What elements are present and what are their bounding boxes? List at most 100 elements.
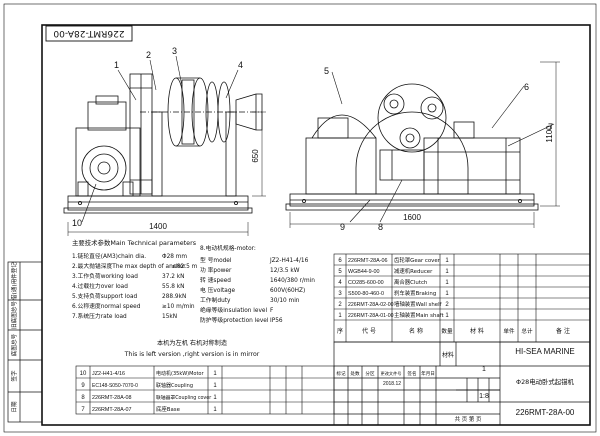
params-title: 主要技术参数Main Technical parameters [72, 238, 197, 247]
param-value: ≤82.5 m [172, 264, 198, 270]
left-callouts: 1 2 3 4 10 [72, 46, 243, 228]
company-name: HI-SEA MARINE [515, 347, 575, 356]
motor-label: 防护等级protection level [200, 316, 269, 324]
part-qty: 1 [213, 371, 217, 377]
svg-text:标记: 标记 [336, 370, 346, 377]
param-value: 55.8 kN [162, 284, 184, 290]
part-code: CO285-600-00 [348, 280, 384, 286]
motor-value: 600V(60HZ) [270, 288, 305, 294]
part-qty: 2 [445, 302, 449, 308]
motor-title: 8.电动机规格-motor: [200, 244, 256, 252]
part-qty: 1 [213, 395, 217, 401]
svg-text:备 注: 备 注 [556, 327, 570, 335]
right-view-winch [285, 83, 539, 211]
drawing-title-cn: Φ28电动卧式起锚机 [516, 377, 575, 386]
svg-text:序: 序 [337, 327, 343, 335]
side-label: 签字 [10, 370, 18, 382]
title-block [333, 341, 591, 426]
callout-label: 4 [238, 60, 243, 70]
motor-value: 1640/380 r/min [270, 278, 315, 284]
part-code: 226RMT-28A-02-00 [348, 302, 394, 308]
callout-label: 7 [548, 122, 553, 132]
sheet-count: 共 页 第 页 [455, 415, 482, 423]
param-value: 37.2 kN [162, 274, 184, 280]
rotated-drawing-number: 226RMT-28A-00 [45, 25, 133, 42]
param-label: 7.系统压力rate load [72, 312, 127, 320]
technical-parameters: 主要技术参数Main Technical parameters 1.链轮直径(A… [72, 238, 315, 358]
svg-text:签名: 签名 [407, 370, 416, 377]
part-no: 2 [338, 302, 342, 308]
part-qty: 1 [445, 258, 449, 264]
dimension-height-left: 650 [251, 149, 260, 163]
part-no: 5 [338, 269, 342, 275]
right-dimensions [289, 61, 560, 228]
part-name: 墙轴装置Wall shelf [394, 300, 442, 308]
side-label: 借(通)用件登记 [10, 262, 18, 300]
svg-text:226RMT-28A-00: 226RMT-28A-00 [53, 28, 125, 38]
motor-value: 30/10 min [270, 298, 300, 304]
version-note-cn: 本机为左机 右机对称制造 [157, 339, 227, 347]
part-name: 齿轮罩Gear cover [394, 256, 441, 264]
callout-label: 2 [146, 50, 151, 60]
part-no: 7 [81, 407, 85, 413]
dimension-height-right: 1100 [545, 125, 554, 143]
part-name: 刹车装置Braking [394, 289, 436, 297]
motor-label: 绝缘等级insulation level [200, 306, 267, 314]
svg-text:材 料: 材 料 [470, 327, 484, 335]
svg-text:处数: 处数 [350, 370, 360, 377]
param-label: 4.过载拉力over load [72, 282, 128, 290]
motor-value: IP56 [270, 318, 283, 324]
part-no: 1 [338, 313, 342, 319]
motor-label: 型 号model [200, 256, 232, 264]
param-value: Φ28 mm [162, 254, 187, 260]
part-qty: 1 [445, 313, 449, 319]
callout-label: 5 [324, 66, 329, 76]
part-code: EC148-S050-7070-0 [92, 383, 138, 389]
dimension-width-right: 1600 [403, 213, 421, 222]
part-code: JZ2-H41-4/16 [92, 371, 125, 377]
parts-lower-rows: 10 JZ2-H41-4/16 电动机(35kW)Motor 1 9 EC148… [80, 370, 218, 413]
svg-text:更改文件号: 更改文件号 [381, 370, 402, 377]
param-label: 5.支持负荷support load [72, 292, 138, 300]
trim-border [3, 3, 597, 433]
svg-text:数量: 数量 [441, 327, 453, 335]
callout-label: 6 [524, 82, 529, 92]
part-no: 10 [80, 371, 87, 377]
svg-text:单件: 单件 [503, 327, 515, 335]
part-code: S500-80-460-0 [348, 291, 384, 297]
param-label: 1.链轮直径(AM3)chain dia. [72, 252, 146, 260]
version-note-en: This is left version ,right version is i… [124, 351, 260, 358]
part-qty: 1 [213, 383, 217, 389]
scale-value: 1:8 [479, 393, 489, 400]
part-no: 8 [81, 395, 85, 401]
part-code: 226RMT-28A-08 [92, 395, 132, 401]
motor-value: JZ2-H41-4/16 [269, 258, 309, 264]
svg-text:名 称: 名 称 [409, 327, 423, 335]
param-value: ≥10 m/min [162, 304, 195, 310]
svg-text:分区: 分区 [365, 370, 375, 377]
side-label: 底图总号 [10, 333, 18, 356]
callout-label: 10 [72, 218, 82, 228]
side-register-column [7, 261, 43, 423]
param-label: 2.最大抛锚深度The max depth of anchor [72, 262, 186, 270]
motor-label: 电 压voltage [200, 286, 236, 294]
outer-frame [41, 24, 591, 426]
parts-upper-rows: 6 226RMT-28A-06 齿轮罩Gear cover 1 5 WGB44-… [338, 256, 449, 319]
part-name: 联轴器Coupling [156, 382, 193, 389]
motor-label: 功 率power [200, 266, 232, 274]
callout-label: 9 [340, 222, 345, 232]
motor-value: 12/3.5 kW [270, 268, 300, 274]
callout-label: 1 [114, 60, 119, 70]
part-code: 226RMT-28A-07 [92, 407, 132, 413]
quantity-value: 1 [482, 366, 486, 373]
callout-label: 3 [172, 46, 177, 56]
motor-label: 工作制duty [200, 296, 231, 304]
side-label: 旧底图总号 [10, 301, 18, 329]
dimension-width-left: 1400 [149, 222, 167, 231]
svg-text:年月日: 年月日 [421, 370, 435, 377]
right-callouts: 5 6 7 9 8 [324, 66, 555, 232]
part-code: WGB44-9-00 [348, 269, 379, 275]
part-no: 6 [338, 258, 342, 264]
